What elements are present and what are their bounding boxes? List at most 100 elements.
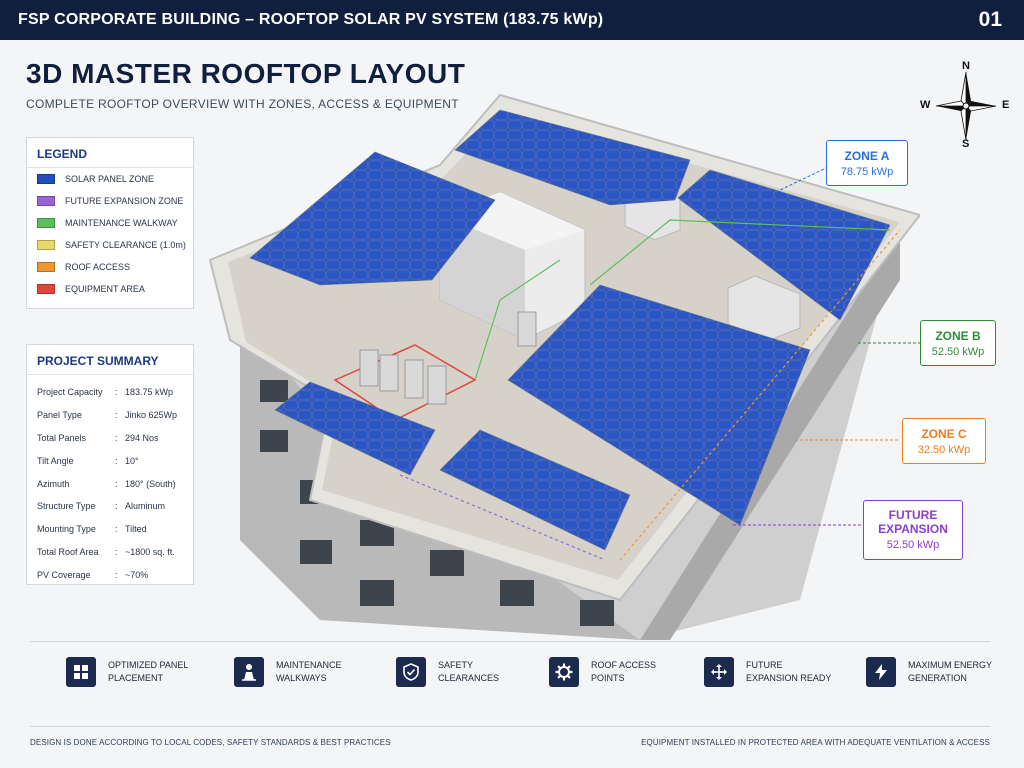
legend-swatch (37, 284, 55, 294)
legend-label: FUTURE EXPANSION ZONE (65, 196, 184, 206)
feature-line1: MAXIMUM ENERGY (908, 660, 993, 670)
summary-value: Jinko 625Wp (125, 410, 178, 421)
shield-check-icon (396, 657, 426, 687)
divider-bottom (30, 726, 990, 727)
feature-item: MAINTENANCE WALKWAYS (234, 657, 368, 687)
feature-line1: ROOF ACCESS (591, 660, 657, 670)
summary-value: ~1800 sq. ft. (125, 546, 175, 557)
legend-item: SOLAR PANEL ZONE (27, 168, 193, 190)
compass-star-icon (935, 71, 997, 141)
feature-line1: MAINTENANCE (276, 660, 342, 670)
legend-panel: LEGEND SOLAR PANEL ZONE FUTURE EXPANSION… (26, 137, 194, 309)
legend-swatch (37, 240, 55, 250)
legend-label: MAINTENANCE WALKWAY (65, 218, 178, 228)
summary-key: Azimuth (37, 478, 70, 489)
legend-title: LEGEND (27, 138, 193, 168)
divider-top (30, 641, 990, 642)
summary-row: Azimuth:180° (South) (37, 478, 176, 489)
summary-row: Total Roof Area:~1800 sq. ft. (37, 546, 175, 557)
summary-value: 294 Nos (125, 432, 159, 443)
header-bar: FSP CORPORATE BUILDING – ROOFTOP SOLAR P… (0, 0, 1024, 40)
page-number: 01 (978, 8, 1002, 31)
future-expansion-callout: FUTURE EXPANSION 52.50 kWp (863, 500, 963, 560)
future-name-line2: EXPANSION (878, 522, 948, 536)
legend-label: ROOF ACCESS (65, 262, 131, 272)
page-subtitle: COMPLETE ROOFTOP OVERVIEW WITH ZONES, AC… (26, 97, 459, 111)
zone-a-value: 78.75 kWp (840, 166, 894, 178)
legend-item: EQUIPMENT AREA (27, 278, 193, 300)
feature-line2: PLACEMENT (108, 673, 164, 683)
page-title: 3D MASTER ROOFTOP LAYOUT (26, 58, 466, 89)
legend-label: SOLAR PANEL ZONE (65, 174, 155, 184)
summary-key: Structure Type (37, 501, 96, 512)
summary-row: Panel Type:Jinko 625Wp (37, 410, 178, 421)
summary-key: Total Panels (37, 432, 87, 443)
summary-row: Tilt Angle:10° (37, 455, 139, 466)
summary-value: 10° (125, 455, 139, 466)
summary-row: Total Panels:294 Nos (37, 432, 159, 443)
summary-key: Tilt Angle (37, 455, 74, 466)
feature-item: SAFETY CLEARANCES (396, 657, 530, 687)
feature-line1: SAFETY (438, 660, 474, 670)
legend-label: SAFETY CLEARANCE (1.0m) (65, 240, 186, 250)
summary-title: PROJECT SUMMARY (27, 345, 193, 375)
feature-item: OPTIMIZED PANEL PLACEMENT (66, 657, 200, 687)
legend-item: ROOF ACCESS (27, 256, 193, 278)
feature-line2: CLEARANCES (438, 673, 500, 683)
summary-key: Mounting Type (37, 524, 96, 535)
legend-swatch (37, 196, 55, 206)
lightning-icon (866, 657, 896, 687)
feature-line1: OPTIMIZED PANEL (108, 660, 189, 670)
gear-icon (549, 657, 579, 687)
summary-value: Aluminum (125, 501, 166, 512)
summary-row: PV Coverage:~70% (37, 569, 149, 580)
grid-icon (66, 657, 96, 687)
header-title: FSP CORPORATE BUILDING – ROOFTOP SOLAR P… (18, 11, 604, 28)
summary-key: PV Coverage (37, 569, 91, 580)
compass-w: W (920, 99, 931, 111)
summary-value: 180° (South) (125, 478, 176, 489)
compass-e: E (1002, 99, 1010, 111)
zone-b-value: 52.50 kWp (931, 346, 985, 358)
footer-right-note: EQUIPMENT INSTALLED IN PROTECTED AREA WI… (641, 738, 990, 747)
legend-swatch (37, 174, 55, 184)
zone-a-name: ZONE A (844, 149, 890, 163)
feature-item: ROOF ACCESS POINTS (549, 657, 683, 687)
summary-key: Project Capacity (37, 387, 103, 398)
worker-icon (234, 657, 264, 687)
feature-line1: FUTURE (746, 660, 783, 670)
footer-left-note: DESIGN IS DONE ACCORDING TO LOCAL CODES,… (30, 738, 391, 747)
zone-c-name: ZONE C (921, 427, 967, 441)
compass-rose: N S W E (918, 60, 1014, 152)
feature-line2: GENERATION (908, 673, 967, 683)
future-name-line1: FUTURE (888, 508, 938, 522)
rooftop-building-illustration (208, 93, 920, 640)
feature-line2: EXPANSION READY (746, 673, 832, 683)
zone-c-callout: ZONE C 32.50 kWp (902, 418, 986, 464)
legend-swatch (37, 218, 55, 228)
future-value: 52.50 kWp (886, 539, 940, 551)
summary-row: Mounting Type:Tilted (37, 524, 147, 535)
legend-item: MAINTENANCE WALKWAY (27, 212, 193, 234)
legend-swatch (37, 262, 55, 272)
summary-key: Panel Type (37, 410, 82, 421)
legend-label: EQUIPMENT AREA (65, 284, 145, 294)
zone-b-name: ZONE B (935, 329, 981, 343)
feature-line2: POINTS (591, 673, 625, 683)
feature-line2: WALKWAYS (276, 673, 327, 683)
summary-value: Tilted (125, 524, 147, 535)
solar-panel-arrays (249, 109, 891, 551)
summary-value: ~70% (125, 569, 149, 580)
legend-item: FUTURE EXPANSION ZONE (27, 190, 193, 212)
feature-item: FUTURE EXPANSION READY (704, 657, 838, 687)
summary-key: Total Roof Area (37, 546, 99, 557)
zone-c-value: 32.50 kWp (917, 444, 971, 456)
project-summary-panel: PROJECT SUMMARY Project Capacity:183.75 … (26, 344, 194, 585)
legend-item: SAFETY CLEARANCE (1.0m) (27, 234, 193, 256)
summary-row: Structure Type:Aluminum (37, 501, 166, 512)
compass-s: S (962, 138, 970, 150)
zone-a-callout: ZONE A 78.75 kWp (826, 140, 908, 186)
expand-arrows-icon (704, 657, 734, 687)
feature-item: MAXIMUM ENERGY GENERATION (866, 657, 1000, 687)
summary-row: Project Capacity:183.75 kWp (37, 387, 174, 398)
